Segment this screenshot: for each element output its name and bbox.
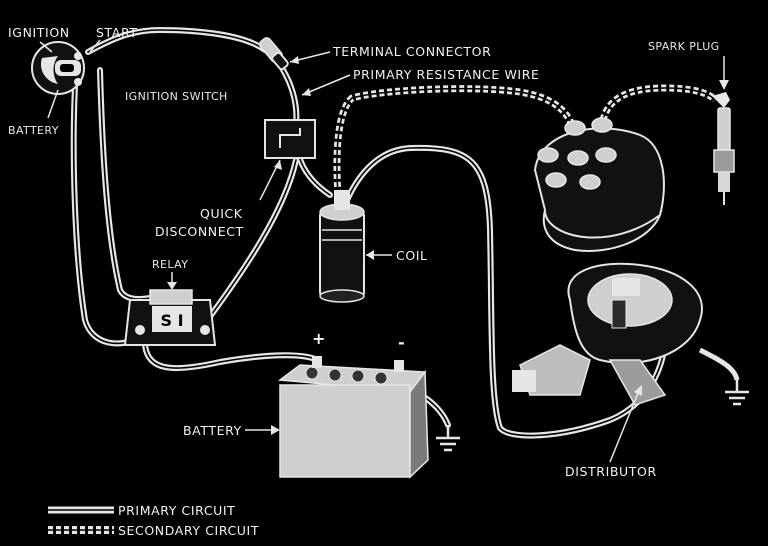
legend-primary-label: PRIMARY CIRCUIT <box>118 503 235 518</box>
wire-relay-to-battery <box>142 342 321 372</box>
distributor <box>512 262 703 406</box>
terminal-connector <box>258 37 289 71</box>
relay <box>123 289 217 346</box>
relay-face-label: S I <box>160 311 183 330</box>
label-start: START <box>96 25 138 40</box>
label-disconnect: DISCONNECT <box>155 224 244 239</box>
distributor-cap <box>533 117 665 252</box>
label-primary-resistance-wire: PRIMARY RESISTANCE WIRE <box>353 67 539 82</box>
label-battery: BATTERY <box>183 423 242 438</box>
label-plus: + <box>312 329 325 348</box>
label-ignition-switch: IGNITION SWITCH <box>125 90 228 103</box>
battery <box>277 356 429 479</box>
label-distributor: DISTRIBUTOR <box>565 464 657 479</box>
spark-plug <box>712 92 735 205</box>
ground-distributor <box>698 347 749 406</box>
label-battery-switch: BATTERY <box>8 124 59 137</box>
legend-secondary-label: SECONDARY CIRCUIT <box>118 523 259 538</box>
label-ignition: IGNITION <box>8 25 70 40</box>
legend: PRIMARY CIRCUIT SECONDARY CIRCUIT <box>48 503 259 538</box>
wire-disconnect-to-relay <box>197 157 299 333</box>
primary-wires <box>70 27 668 439</box>
wire-cap-to-plug <box>599 84 718 122</box>
label-relay: RELAY <box>152 258 188 271</box>
ground-battery <box>436 425 460 452</box>
label-minus: - <box>398 333 405 352</box>
label-terminal-connector: TERMINAL CONNECTOR <box>332 44 491 59</box>
label-spark-plug: SPARK PLUG <box>648 40 720 53</box>
label-quick: QUICK <box>200 206 243 221</box>
ignition-switch <box>31 41 85 95</box>
wire-switch-start-to-relay <box>97 67 153 302</box>
coil <box>319 190 365 303</box>
quick-disconnect <box>264 119 316 159</box>
label-coil: COIL <box>396 248 428 263</box>
secondary-wires <box>333 84 718 196</box>
